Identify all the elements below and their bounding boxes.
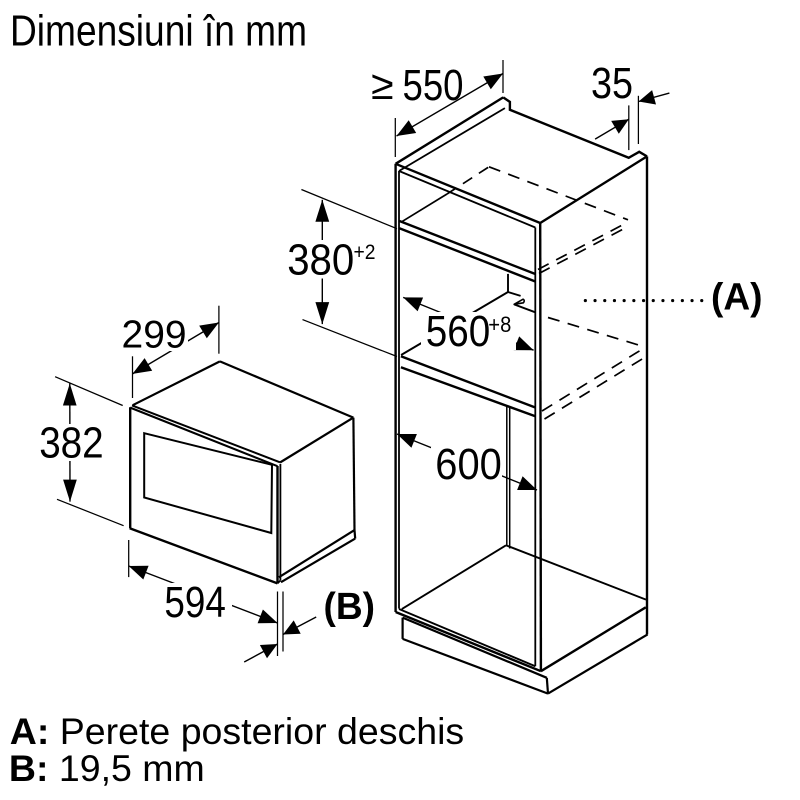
svg-text:≥: ≥: [371, 62, 394, 108]
svg-text:(A): (A): [711, 276, 763, 318]
svg-text:(B): (B): [324, 586, 376, 628]
svg-text:550: 550: [403, 61, 464, 110]
svg-text:Dimensiuni în mm: Dimensiuni în mm: [10, 7, 307, 55]
svg-text:560: 560: [426, 307, 491, 356]
svg-text:380: 380: [287, 236, 354, 285]
svg-text:B: 19,5 mm: B: 19,5 mm: [9, 747, 205, 789]
svg-text:A: Perete posterior deschis: A: Perete posterior deschis: [10, 710, 464, 752]
svg-text:600: 600: [435, 440, 502, 489]
svg-text:594: 594: [164, 578, 226, 627]
svg-text:35: 35: [591, 59, 633, 108]
svg-text:+8: +8: [488, 312, 511, 337]
svg-text:299: 299: [122, 314, 187, 357]
svg-text:+2: +2: [354, 240, 376, 264]
svg-text:382: 382: [39, 419, 104, 468]
